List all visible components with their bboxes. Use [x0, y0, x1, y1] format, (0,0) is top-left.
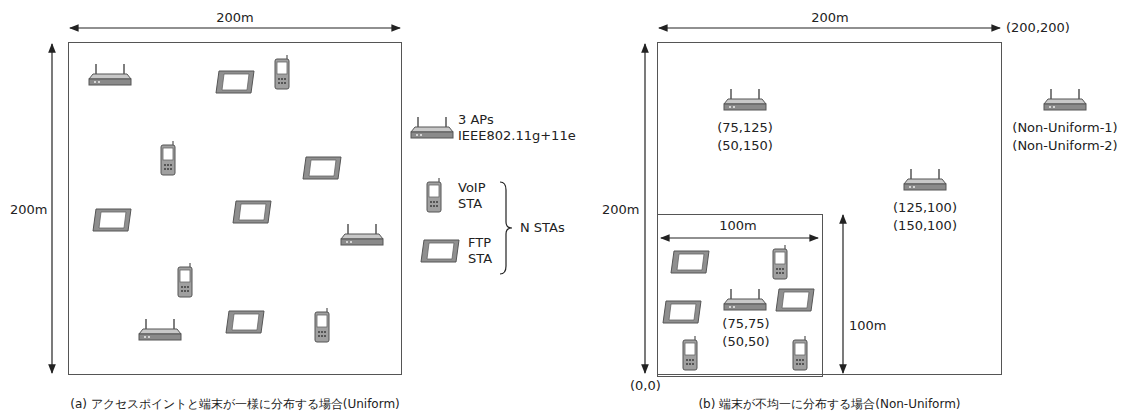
brace — [500, 182, 512, 274]
access-point-icon — [89, 64, 131, 85]
legend-text: FTP STA — [468, 235, 492, 267]
legend-access-point-icon — [1044, 89, 1086, 110]
ftp-terminal-icon — [776, 289, 814, 311]
scenario-label: (Non-Uniform-1) — [1012, 120, 1117, 136]
coordinate: (200,200) — [1006, 20, 1070, 36]
legend-phone-icon — [427, 178, 441, 212]
coordinate: (150,100) — [893, 218, 957, 234]
ftp-terminal-icon — [216, 71, 254, 93]
dimension-arrow — [70, 27, 400, 28]
ftp-terminal-icon — [93, 209, 131, 231]
dimension-label: 100m — [849, 318, 886, 334]
dimension-arrow — [842, 215, 843, 373]
dimension-arrow — [644, 44, 645, 373]
group-label: N STAs — [520, 220, 565, 236]
ftp-terminal-icon — [226, 311, 264, 333]
voip-phone-icon — [161, 141, 175, 175]
dimension-label: 200m — [216, 10, 253, 26]
access-point-icon — [139, 319, 181, 340]
access-point-icon — [724, 289, 766, 310]
voip-phone-icon — [793, 336, 807, 370]
voip-phone-icon — [683, 336, 697, 370]
dimension-label: 200m — [10, 202, 47, 218]
voip-phone-icon — [178, 263, 192, 297]
legend-text: VoIP STA — [458, 180, 486, 212]
coordinate: (50,50) — [722, 334, 769, 350]
ftp-terminal-icon — [663, 301, 701, 323]
coordinate: (50,150) — [717, 138, 773, 154]
ftp-terminal-icon — [303, 157, 341, 179]
ftp-terminal-icon — [233, 201, 271, 223]
coordinate: (0,0) — [630, 378, 661, 394]
legend-text: 3 APs IEEE802.11g+11e — [458, 112, 576, 144]
area-square: (a) アクセスポイントと端末が一様に分布する場合(Uniform) — [68, 42, 402, 375]
dimension-label: 200m — [602, 202, 639, 218]
caption: (b) 端末が不均一に分布する場合(Non-Uniform) — [698, 396, 960, 412]
access-point-icon — [341, 224, 383, 245]
coordinate: (125,100) — [893, 200, 957, 216]
voip-phone-icon — [773, 245, 787, 279]
voip-phone-icon — [275, 55, 289, 89]
dimension-arrow — [51, 44, 52, 373]
scenario-label: (Non-Uniform-2) — [1012, 138, 1117, 154]
legend-access-point-icon — [411, 117, 453, 138]
voip-phone-icon — [315, 308, 329, 342]
dimension-label: 100m — [719, 218, 756, 234]
dimension-arrow — [661, 237, 818, 238]
access-point-icon — [724, 89, 766, 110]
dimension-arrow — [659, 27, 1000, 28]
access-point-icon — [904, 169, 946, 190]
legend-terminal-icon — [421, 240, 459, 262]
coordinate: (75,125) — [717, 120, 773, 136]
region-box: (75,75) (50,50) — [657, 214, 823, 377]
caption: (a) アクセスポイントと端末が一様に分布する場合(Uniform) — [70, 396, 400, 412]
coordinate: (75,75) — [722, 316, 769, 332]
dimension-label: 200m — [811, 10, 848, 26]
ftp-terminal-icon — [671, 251, 709, 273]
